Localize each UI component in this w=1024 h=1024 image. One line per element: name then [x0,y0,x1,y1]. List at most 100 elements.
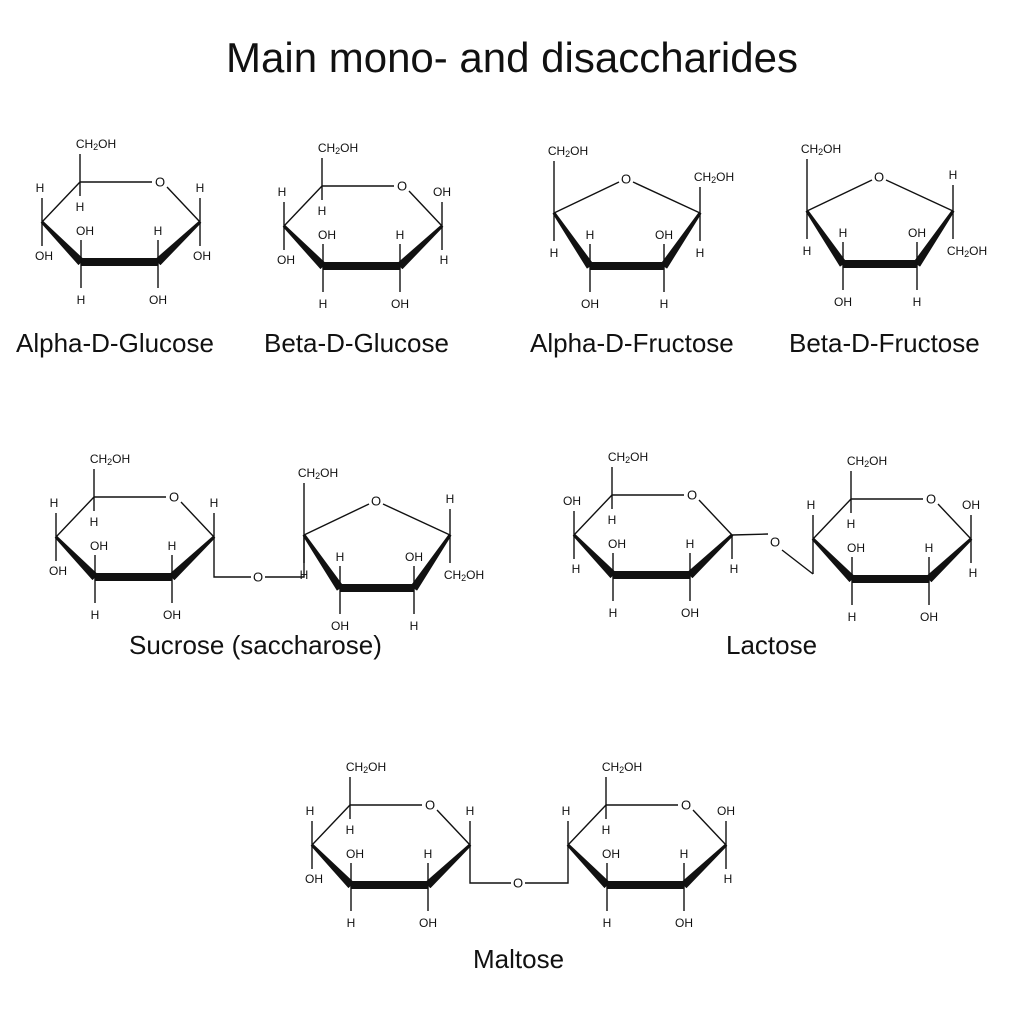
hydroxymethyl-label: CH2OH [444,568,484,583]
bold-bond [410,533,452,591]
hydroxyl-label: OH [433,185,451,199]
bond [806,179,873,212]
hydroxyl-label: OH [563,494,581,508]
ring-oxygen-label: O [926,492,936,507]
hydrogen-label: H [913,295,922,309]
bold-bond [660,211,702,269]
hydroxyl-label: OH [331,619,349,633]
caption-beta-d-glucose: Beta-D-Glucose [264,328,449,358]
hydrogen-label: H [424,847,433,861]
bond [166,186,201,223]
hydrogen-label: H [196,181,205,195]
bold-bond [687,533,734,579]
hydroxyl-label: OH [581,297,599,311]
bold-bond [425,843,472,889]
ring-oxygen-label: O [425,798,435,813]
hydroxyl-label: OH [681,606,699,620]
hydroxyl-label: OH [391,297,409,311]
bold-bond [589,262,665,270]
hydrogen-label: H [36,181,45,195]
hydrogen-label: H [210,496,219,510]
bold-bond [169,535,216,581]
hydroxyl-label: OH [419,916,437,930]
ring-oxygen-label: O [770,535,780,550]
hydroxyl-label: OH [908,226,926,240]
hydroxyl-label: OH [834,295,852,309]
hydroxyl-label: OH [163,608,181,622]
bond [180,501,215,538]
bond [283,185,323,227]
hydrogen-label: H [336,550,345,564]
ring-oxygen-label: O [681,798,691,813]
hydrogen-label: H [686,537,695,551]
ring-oxygen-label: O [874,170,884,185]
bold-bond [322,262,401,270]
ring-oxygen-label: O [513,876,523,891]
bond [55,496,95,538]
hydroxymethyl-label: CH2OH [76,137,116,152]
hydrogen-label: H [562,804,571,818]
bold-bond [606,881,685,889]
hydroxyl-label: OH [920,610,938,624]
hydrogen-label: H [847,517,856,531]
bond [553,181,620,214]
hydrogen-label: H [660,297,669,311]
bold-bond [339,584,415,592]
hydrogen-label: H [807,498,816,512]
bond [525,845,569,884]
hydrogen-label: H [696,246,705,260]
bond [265,535,305,578]
bond [573,494,613,536]
hydrogen-label: H [319,297,328,311]
hydrogen-label: H [77,293,86,307]
hydrogen-label: H [803,244,812,258]
hydrogen-label: H [608,513,617,527]
hydroxyl-label: OH [76,224,94,238]
ring-oxygen-label: O [397,179,407,194]
hydrogen-label: H [603,916,612,930]
hydroxyl-label: OH [346,847,364,861]
caption-maltose: Maltose [473,944,565,974]
hydroxyl-label: OH [149,293,167,307]
caption-sucrose: Sucrose (saccharose) [129,630,382,660]
bold-bond [681,843,728,889]
hydroxymethyl-label: CH2OH [801,142,841,157]
bond [698,499,733,536]
hydrogen-label: H [839,226,848,240]
lactose-glycosidic-link: O [731,533,814,575]
hydrogen-label: H [90,515,99,529]
bond [303,503,370,536]
hydrogen-label: H [76,200,85,214]
hydroxyl-label: OH [405,550,423,564]
hydroxyl-label: OH [602,847,620,861]
bond [692,809,727,846]
hydroxyl-label: OH [675,916,693,930]
bond [469,845,511,884]
hydrogen-label: H [91,608,100,622]
bold-bond [913,209,955,267]
hydrogen-label: H [550,246,559,260]
hydrogen-label: H [680,847,689,861]
hydrogen-label: H [318,204,327,218]
hydrogen-label: H [969,566,978,580]
bond [408,190,443,227]
caption-beta-d-fructose: Beta-D-Fructose [789,328,980,358]
hydroxymethyl-label: CH2OH [608,450,648,465]
hydrogen-label: H [154,224,163,238]
bond [382,503,451,536]
hydroxyl-label: OH [655,228,673,242]
hydroxymethyl-label: CH2OH [90,452,130,467]
hydrogen-label: H [724,872,733,886]
bond [937,503,972,540]
hydrogen-label: H [440,253,449,267]
ring-oxygen-label: O [169,490,179,505]
hydrogen-label: H [848,610,857,624]
bond [41,181,81,223]
hydroxyl-label: OH [305,872,323,886]
hydrogen-label: H [572,562,581,576]
